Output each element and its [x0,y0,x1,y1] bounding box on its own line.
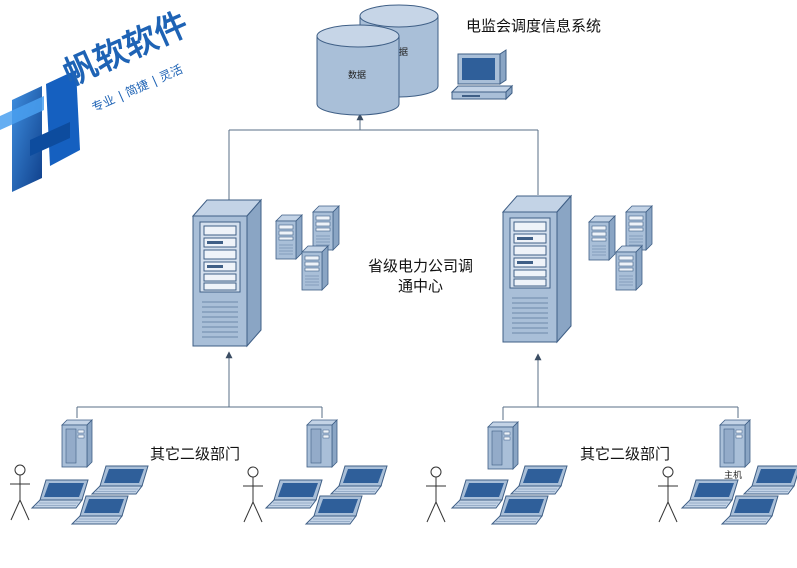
system-title: 电监会调度信息系统 [466,17,602,35]
user-person-icon [425,466,447,523]
laptop-icon [510,465,568,495]
database-back-label: 据 [399,46,408,58]
database-front-label: 数据 [348,69,366,81]
database-front-icon: 数据 [316,24,400,116]
logo-slogan-2: 简捷 [123,77,151,100]
provincial-server-right-icon [502,195,572,343]
small-server-icon [615,245,643,291]
laptop-icon [31,479,89,509]
provincial-server-left-icon [192,199,262,347]
logo-slogan-3: 灵活 [157,62,185,85]
laptop-icon [91,465,149,495]
connector-lines [76,113,739,420]
department-server-icon [61,419,93,468]
laptop-icon [743,465,797,495]
center-label-line2: 通中心 [398,277,444,295]
small-server-icon [312,205,340,251]
laptop-icon [265,479,323,509]
user-person-icon [9,464,31,521]
department-label-right: 其它二级部门 [580,445,671,463]
laptop-icon [451,479,509,509]
company-logo: 帆软软件 专业 | 简捷 | 灵活 [0,4,194,192]
small-server-icon [588,215,616,261]
department-server-icon [487,421,519,470]
small-server-icon [275,214,303,260]
department-server-icon [306,419,338,468]
small-server-icon [301,245,329,291]
host-label: 主机 [724,471,743,481]
laptop-icon [330,465,388,495]
user-person-icon [242,466,264,523]
logo-slogan-1: 专业 [89,91,117,114]
monitor-icon [450,49,514,101]
user-person-icon [657,466,679,523]
department-label-left: 其它二级部门 [150,445,241,463]
laptop-icon [681,479,739,509]
logo-slogan-sep-1: | [116,89,125,103]
small-server-icon [625,205,653,251]
logo-slogan-sep-2: | [150,73,159,87]
center-label-line1: 省级电力公司调 [368,257,474,275]
host-server-icon [719,419,751,468]
